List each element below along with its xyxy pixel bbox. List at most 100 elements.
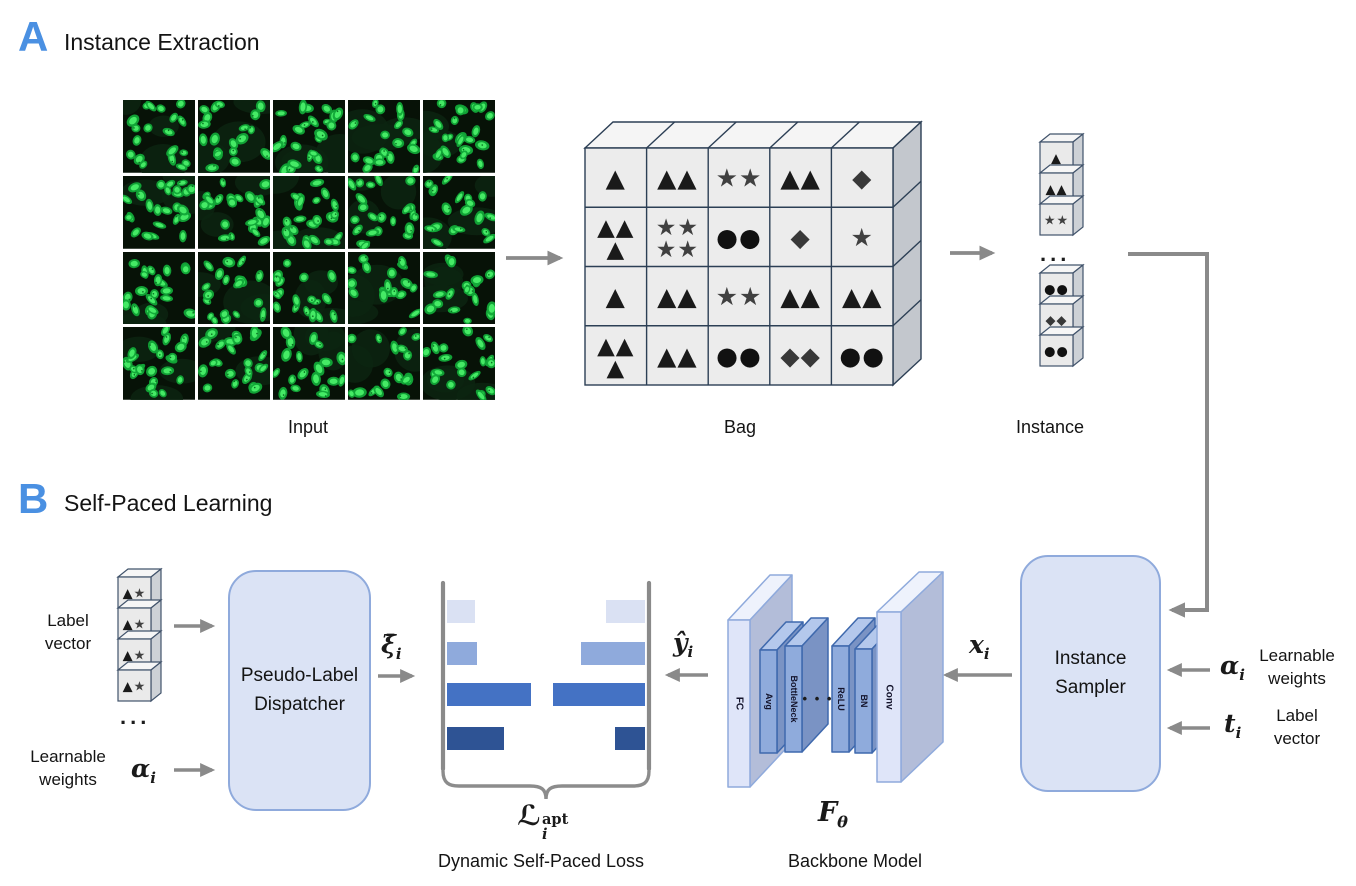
backbone-layer-label: FC [733, 697, 744, 710]
bag-caption: Bag [723, 417, 757, 437]
bag-cell-glyph: ◆ [852, 164, 872, 193]
label-vector-cube-glyph: ▲★ [123, 680, 147, 695]
bag-cell-glyph: ▲ [606, 164, 626, 193]
input-tile [423, 251, 495, 325]
bag-cell-glyph: ★ [850, 223, 873, 252]
backbone-caption: Backbone Model [787, 851, 923, 871]
input-tile [348, 175, 420, 249]
input-tile [123, 251, 195, 325]
bag-cell-glyph: ▲ [606, 355, 625, 381]
loss-bar-right [615, 727, 645, 750]
x-symbol: xi [969, 630, 990, 663]
f-theta-symbol: Fθ [818, 797, 848, 832]
backbone-layer-label: BottleNeck [789, 675, 799, 723]
input-tile [123, 327, 195, 400]
bag-cell-glyph: ▲ [606, 237, 625, 263]
input-tile [123, 175, 195, 249]
bag-cell-glyph: ▲▲ [780, 164, 820, 193]
instance-dots: ... [1040, 241, 1071, 266]
panel-a-title: Instance Extraction [64, 29, 260, 55]
instance-sampler-box: Instance Sampler [1020, 555, 1161, 792]
backbone-layer-label: Conv [883, 685, 894, 710]
bag-cell-glyph: ●● [839, 341, 885, 370]
bag-cell-glyph: ▲▲ [657, 164, 697, 193]
bag-cell-glyph: ▲▲ [780, 282, 820, 311]
bag-cell-glyph: ★★ [656, 215, 699, 241]
bag-cell-glyph: ▲▲ [842, 282, 882, 311]
panel-b-title: Self-Paced Learning [64, 490, 273, 516]
bag-cell-glyph: ▲▲ [657, 341, 697, 370]
input-tile [423, 175, 495, 249]
alpha-symbol-right: αi [1220, 651, 1245, 684]
loss-bar-left [447, 727, 504, 750]
input-image [123, 100, 495, 400]
loss-caption: Dynamic Self-Paced Loss [437, 851, 645, 871]
input-tile [198, 100, 270, 173]
backbone-layer-label: BN [859, 695, 869, 708]
instance-cube-glyph: ▲ [1051, 152, 1062, 167]
loss-bar-left [447, 642, 477, 665]
bag-cell-glyph: ●● [716, 341, 762, 370]
label-vector-cube-glyph: ▲★ [123, 587, 147, 602]
instance-cube-glyph: ★★ [1044, 214, 1069, 229]
input-tile [198, 175, 270, 249]
dispatcher-label: Pseudo-Label Dispatcher [240, 665, 359, 715]
instance-stack-top: ▲▲▲★★ [1038, 132, 1085, 237]
instance-caption: Instance [1015, 417, 1085, 437]
pseudo-label-dispatcher-box: Pseudo-Label Dispatcher [228, 570, 371, 811]
bag-cell-glyph: ★★ [656, 237, 699, 263]
input-tile [273, 251, 345, 325]
bag-cell-glyph: ●● [716, 223, 762, 252]
label-vector-cube-glyph: ▲★ [123, 618, 147, 633]
instance-cube-glyph: ▲▲ [1046, 183, 1068, 198]
learnable-weights-label: Learnable weights [30, 747, 106, 789]
label-vector-stack: ▲★ ▲★ ▲★ ▲★ [116, 567, 163, 703]
input-tile [348, 327, 420, 400]
loss-bar-right [581, 642, 645, 665]
bag-cell-glyph: ★★ [716, 164, 763, 193]
loss-bar-right [606, 600, 645, 623]
yhat-symbol: ŷi [673, 628, 694, 661]
input-caption: Input [287, 417, 329, 437]
loss-brace [441, 769, 651, 800]
input-tile [423, 100, 495, 173]
xi-bar-symbol: ξ̄i [381, 630, 402, 663]
instance-cube-glyph: ●● [1044, 283, 1069, 298]
input-tile [273, 100, 345, 173]
bag-cell-glyph: ◆◆ [780, 341, 820, 370]
input-tile [348, 251, 420, 325]
bag-3d: ▲▲▲★★▲▲◆▲▲▲★★★★●●◆★▲▲▲★★▲▲▲▲▲▲▲▲▲●●◆◆●● [583, 120, 923, 387]
backbone-layer-label: ReLU [836, 687, 846, 711]
panel-a-letter: A [18, 13, 49, 60]
instance-stack-bottom: ●● ◆◆ ●● [1038, 263, 1085, 368]
backbone-layer-label: Avg [764, 693, 774, 710]
label-vector-right-label: Label vector [1273, 706, 1321, 748]
label-vector-cube-glyph: ▲★ [123, 649, 147, 664]
input-tile [273, 175, 345, 249]
bag-cell-glyph: ◆ [790, 223, 810, 252]
label-vector-dots: ... [120, 704, 151, 729]
input-tile [423, 327, 495, 400]
input-tile [273, 327, 345, 400]
input-tile [348, 100, 420, 173]
alpha-symbol-left: αi [131, 754, 156, 787]
input-tile [198, 327, 270, 400]
loss-bar-right [553, 683, 645, 706]
label-vector-label: Label vector [44, 611, 92, 653]
loss-bars [443, 583, 649, 769]
instance-cube-glyph: ◆◆ [1046, 314, 1068, 329]
panel-b-letter: B [18, 475, 49, 522]
bag-cell-glyph: ▲▲ [597, 215, 634, 241]
t-symbol: ti [1224, 709, 1242, 742]
learnable-weights-right-label: Learnable weights [1259, 646, 1335, 688]
instance-cube-glyph: ●● [1044, 345, 1069, 360]
loss-bar-left [447, 600, 475, 623]
sampler-label: Instance Sampler [1054, 648, 1127, 698]
bag-cell-glyph: ▲ [606, 282, 626, 311]
loss-bar-left [447, 683, 531, 706]
input-tile [123, 100, 195, 173]
bag-cell-glyph: ▲▲ [597, 333, 634, 359]
